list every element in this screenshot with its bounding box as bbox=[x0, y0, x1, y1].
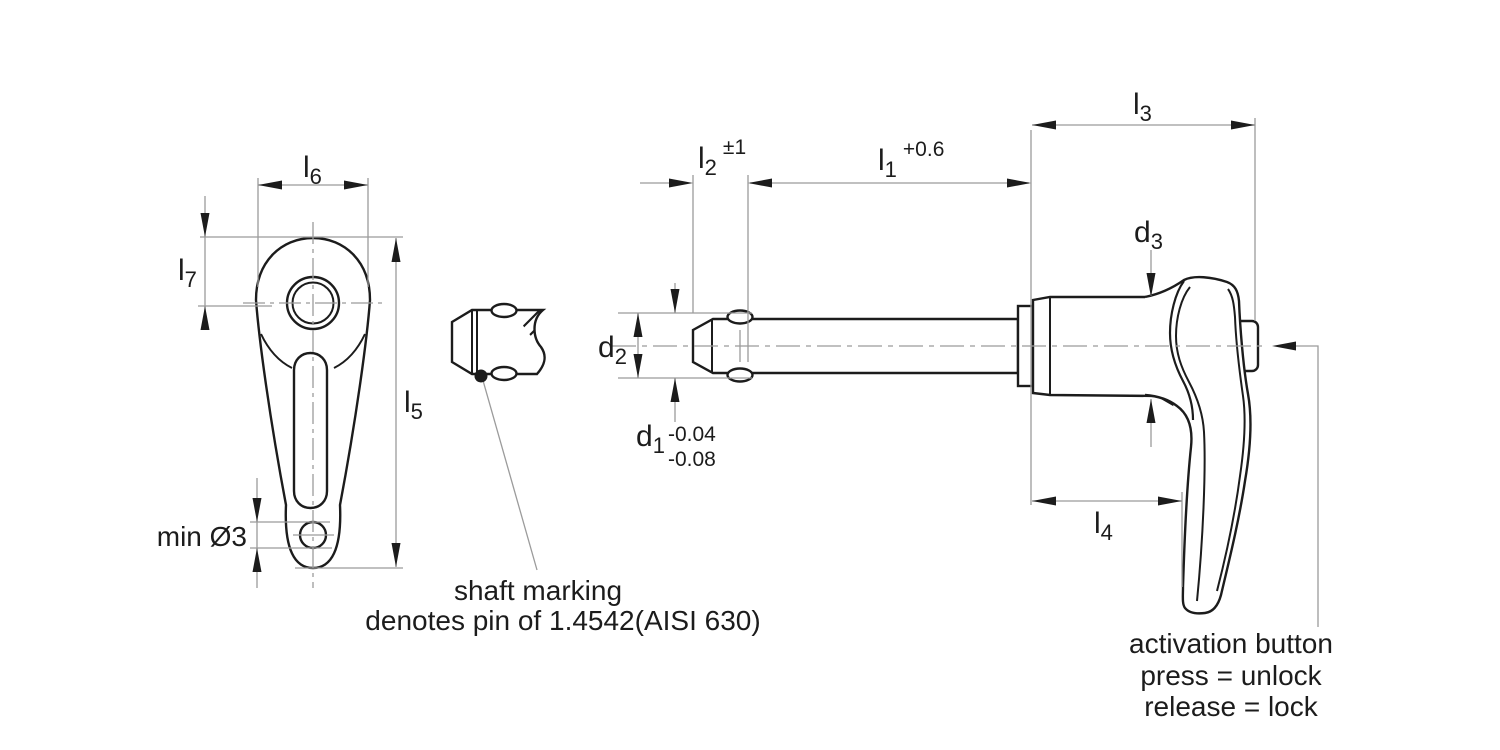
handle-front-edge bbox=[1168, 280, 1195, 421]
annotation-texts: shaft marking denotes pin of 1.4542(AISI… bbox=[365, 575, 1333, 722]
label-l1: l1+0.6 bbox=[878, 138, 944, 182]
boss-tangent-left bbox=[260, 333, 293, 369]
shaft-marking-detail-view bbox=[450, 302, 547, 382]
activation-note-line1: activation button bbox=[1129, 628, 1333, 659]
detail-ball-bottom bbox=[490, 365, 518, 382]
handle-front-inner-line bbox=[1174, 286, 1206, 602]
label-d1: d1 bbox=[636, 420, 665, 458]
arrowheads bbox=[200, 120, 1296, 572]
label-d1-tol-lower: -0.08 bbox=[668, 448, 716, 471]
label-min-hole: min Ø3 bbox=[157, 521, 247, 552]
shaft-marking-dot bbox=[474, 369, 488, 383]
handle-grip-outline bbox=[1144, 275, 1252, 615]
shaft-marking-note-line1: shaft marking bbox=[454, 575, 622, 606]
handle-grip-fill bbox=[1145, 277, 1251, 614]
label-l7: l7 bbox=[178, 254, 197, 292]
detail-ball-top bbox=[490, 302, 518, 319]
lock-ball-top bbox=[726, 309, 754, 325]
label-l5: l5 bbox=[404, 386, 423, 424]
handle-slot bbox=[292, 351, 329, 510]
pin-side-view bbox=[691, 275, 1260, 615]
detail-tip-outline bbox=[450, 308, 547, 376]
dimension-labels: l6 l7 l5 min Ø3 l2±1 l1+0.6 l3 l4 d3 d2 … bbox=[157, 88, 1163, 552]
label-l4: l4 bbox=[1094, 507, 1113, 545]
shaft-marking-note-line2: denotes pin of 1.4542(AISI 630) bbox=[365, 605, 760, 636]
label-l2: l2±1 bbox=[698, 136, 746, 180]
lock-ball-bottom bbox=[726, 367, 754, 383]
handle-back-inner-line bbox=[1216, 288, 1246, 592]
label-l6: l6 bbox=[303, 151, 322, 189]
label-d2: d2 bbox=[598, 331, 627, 369]
boss-tangent-right bbox=[333, 333, 366, 369]
label-l3: l3 bbox=[1133, 88, 1152, 126]
shaft-marking-leader bbox=[481, 376, 538, 571]
activation-note-line3: release = lock bbox=[1144, 691, 1319, 722]
activation-button-leader bbox=[1290, 345, 1319, 627]
label-d3: d3 bbox=[1134, 216, 1163, 254]
label-d1-tol-upper: -0.04 bbox=[668, 423, 716, 446]
activation-note-line2: press = unlock bbox=[1140, 660, 1322, 691]
